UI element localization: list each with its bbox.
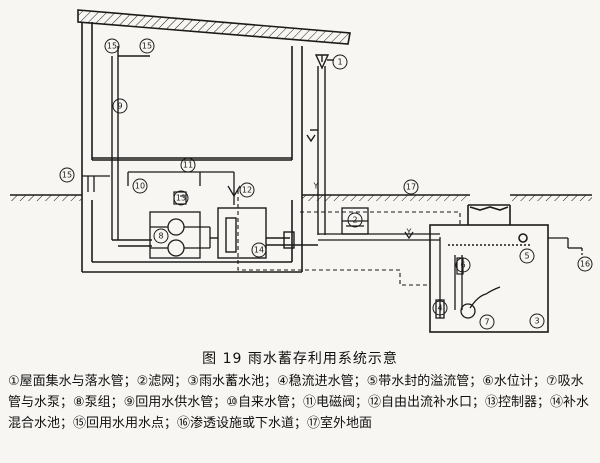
marker-3: 3 xyxy=(534,317,539,326)
marker-12: 12 xyxy=(242,186,252,195)
pipe-y-label: Y xyxy=(313,182,319,191)
marker-9: 9 xyxy=(117,102,122,111)
figure-legend: ①屋面集水与落水管；②滤网；③雨水蓄水池；④稳流进水管；⑤带水封的溢流管；⑥水位… xyxy=(8,374,589,431)
control-signal-line xyxy=(180,190,461,286)
roof-downpipe xyxy=(306,54,334,235)
tank-level-gauge xyxy=(456,257,464,275)
marker-17: 17 xyxy=(406,183,416,192)
marker-13: 13 xyxy=(176,194,186,203)
filter-box xyxy=(341,207,369,235)
marker-1: 1 xyxy=(337,58,342,67)
tap-water-pipe xyxy=(127,171,241,205)
stabilized-inflow-pipe xyxy=(435,237,445,319)
marker-8: 8 xyxy=(158,232,163,241)
suction-pipe-pump xyxy=(454,255,501,319)
overflow-pipe xyxy=(548,237,583,255)
rainwater-system-diagram: 1 2 3 4 5 6 7 8 9 10 11 12 13 14 15 15 1… xyxy=(10,9,593,333)
pipe-y-labels: Y Y xyxy=(313,182,412,237)
pump-group xyxy=(149,211,211,259)
marker-2: 2 xyxy=(352,216,357,225)
marker-6: 6 xyxy=(460,261,465,270)
callout-labels: 1 2 3 4 5 6 7 8 9 10 11 12 13 14 15 15 1… xyxy=(62,42,590,327)
roof xyxy=(77,9,351,195)
marker-7: 7 xyxy=(484,318,489,327)
marker-5: 5 xyxy=(524,252,529,261)
reuse-supply-pipe xyxy=(111,46,152,247)
storage-tank xyxy=(429,204,549,333)
marker-10: 10 xyxy=(135,182,145,191)
inflow-pipe xyxy=(318,231,440,241)
mixing-tank xyxy=(210,207,318,259)
marker-15b: 15 xyxy=(142,42,152,51)
marker-4: 4 xyxy=(437,304,442,313)
callout-markers xyxy=(59,38,593,330)
outdoor-ground xyxy=(10,194,592,201)
outdoor-use-point xyxy=(82,175,110,192)
marker-14: 14 xyxy=(254,246,264,255)
marker-11: 11 xyxy=(183,161,193,170)
marker-16: 16 xyxy=(580,260,590,269)
basement xyxy=(81,195,303,273)
marker-15a: 15 xyxy=(107,42,117,51)
figure-title: 图 19 雨水蓄存利用系统示意 xyxy=(202,351,398,367)
marker-15c: 15 xyxy=(62,171,72,180)
pipe-y-label: Y xyxy=(406,228,412,237)
